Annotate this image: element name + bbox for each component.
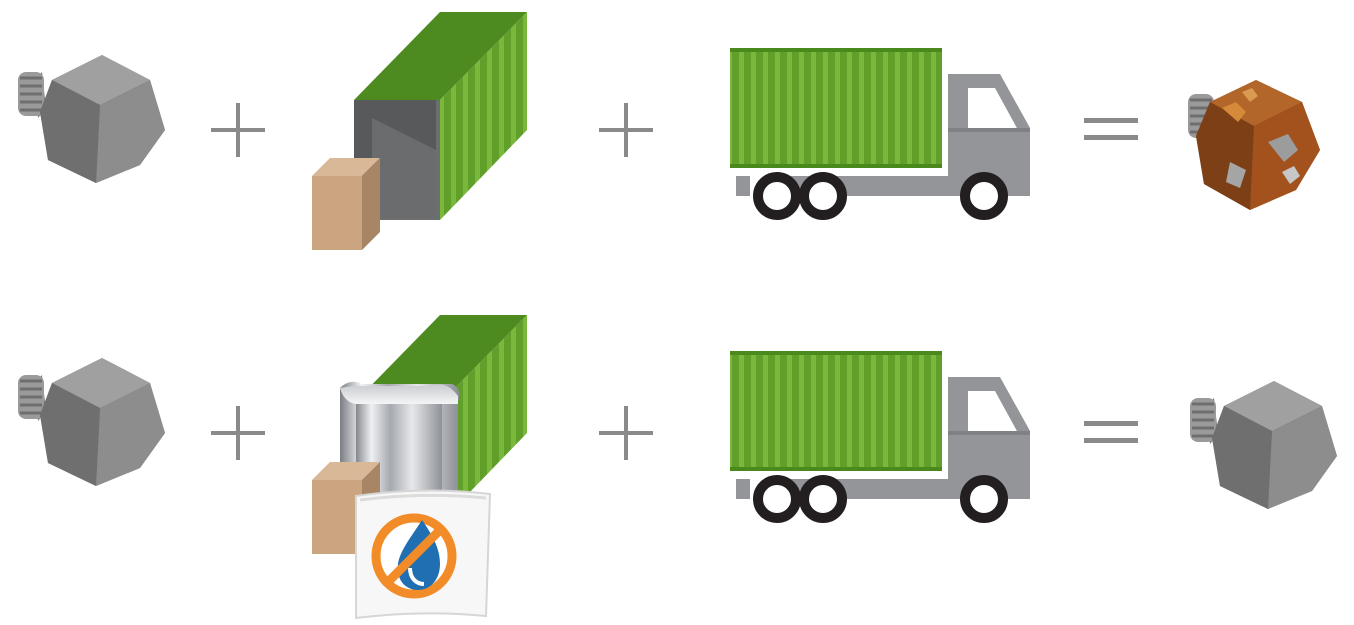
row-protected — [18, 315, 1337, 618]
equals-operator-2 — [1084, 421, 1138, 443]
row-unprotected — [18, 12, 1320, 250]
truck-icon — [730, 351, 1030, 518]
cardboard-box-icon — [312, 158, 380, 250]
rusted-bolt-icon — [1188, 80, 1320, 210]
plus-operator-4 — [599, 406, 653, 460]
bolt-icon — [18, 358, 165, 486]
bolt-icon — [18, 55, 165, 183]
plus-operator-2 — [599, 103, 653, 157]
clean-bolt-icon — [1190, 381, 1337, 509]
equals-operator-1 — [1084, 118, 1138, 140]
plus-operator-1 — [211, 103, 265, 157]
no-moisture-icon — [376, 518, 452, 594]
truck-icon — [730, 48, 1030, 215]
plus-operator-3 — [211, 406, 265, 460]
